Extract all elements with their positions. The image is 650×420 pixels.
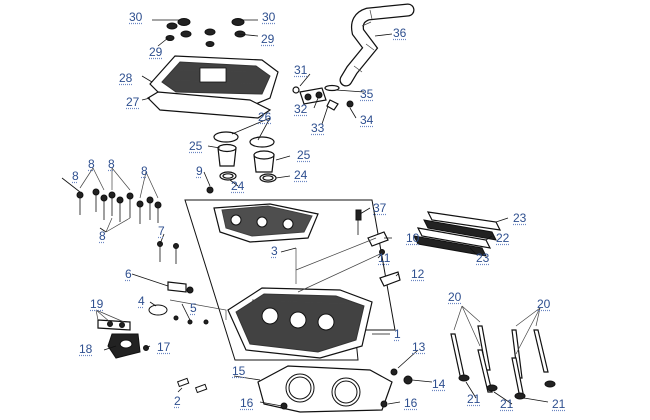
callout-8[interactable]: 8 [141, 164, 148, 178]
callout-1[interactable]: 1 [394, 327, 401, 341]
pipe [339, 3, 415, 87]
reed-plates [413, 211, 502, 257]
callout-22[interactable]: 22 [496, 231, 510, 245]
callout-21[interactable]: 21 [467, 392, 481, 406]
callout-19[interactable]: 19 [90, 297, 104, 311]
callout-25[interactable]: 25 [189, 139, 203, 153]
sensor-parts [292, 84, 354, 111]
callout-14[interactable]: 14 [432, 377, 446, 391]
callout-26[interactable]: 26 [258, 110, 272, 124]
plug-9 [206, 186, 214, 194]
cap-group-right [204, 18, 246, 47]
sensors-right [295, 209, 401, 293]
callout-18[interactable]: 18 [79, 342, 93, 356]
callout-15[interactable]: 15 [232, 364, 246, 378]
callout-24[interactable]: 24 [294, 168, 308, 182]
callout-20[interactable]: 20 [448, 290, 462, 304]
long-studs [450, 305, 556, 400]
callout-27[interactable]: 27 [126, 95, 140, 109]
callout-30[interactable]: 30 [129, 10, 143, 24]
callout-10[interactable]: 10 [406, 231, 420, 245]
cylinder-head [227, 287, 373, 359]
callout-5[interactable]: 5 [190, 301, 197, 315]
tensioner [95, 309, 149, 359]
callout-4[interactable]: 4 [138, 294, 145, 308]
callout-21[interactable]: 21 [500, 397, 514, 411]
callout-30[interactable]: 30 [262, 10, 276, 24]
left-small-parts [148, 241, 227, 325]
cap-group-left [165, 18, 192, 41]
cam-holder [213, 203, 319, 243]
cover-gasket [147, 91, 272, 119]
callout-21[interactable]: 21 [552, 397, 566, 411]
callout-29[interactable]: 29 [149, 45, 163, 59]
callout-8[interactable]: 8 [88, 157, 95, 171]
callout-16[interactable]: 16 [240, 396, 254, 410]
intake-rings [213, 131, 277, 183]
callout-11[interactable]: 11 [378, 251, 391, 265]
callout-25[interactable]: 25 [297, 148, 311, 162]
callout-8[interactable]: 8 [72, 169, 79, 183]
dowel-pins [176, 377, 208, 394]
callout-12[interactable]: 12 [411, 267, 425, 281]
callout-35[interactable]: 35 [360, 87, 374, 101]
callout-29[interactable]: 29 [261, 32, 275, 46]
callout-8[interactable]: 8 [99, 229, 106, 243]
callout-28[interactable]: 28 [119, 71, 133, 85]
callout-24[interactable]: 24 [231, 179, 245, 193]
washer-parts [390, 368, 413, 385]
callout-33[interactable]: 33 [311, 121, 325, 135]
callout-31[interactable]: 31 [294, 63, 308, 77]
callout-23[interactable]: 23 [513, 211, 527, 225]
callout-2[interactable]: 2 [174, 394, 181, 408]
callout-6[interactable]: 6 [125, 267, 132, 281]
callout-23[interactable]: 23 [476, 251, 490, 265]
callout-9[interactable]: 9 [196, 164, 203, 178]
callout-37[interactable]: 37 [373, 201, 387, 215]
callout-20[interactable]: 20 [537, 297, 551, 311]
callout-16[interactable]: 16 [404, 396, 418, 410]
callout-8[interactable]: 8 [108, 157, 115, 171]
callout-34[interactable]: 34 [360, 113, 374, 127]
callout-7[interactable]: 7 [158, 224, 165, 238]
callout-17[interactable]: 17 [157, 340, 171, 354]
callout-32[interactable]: 32 [294, 102, 308, 116]
callout-13[interactable]: 13 [412, 340, 426, 354]
bolt-set-8 [76, 167, 162, 233]
callout-3[interactable]: 3 [271, 244, 278, 258]
callout-36[interactable]: 36 [393, 26, 407, 40]
